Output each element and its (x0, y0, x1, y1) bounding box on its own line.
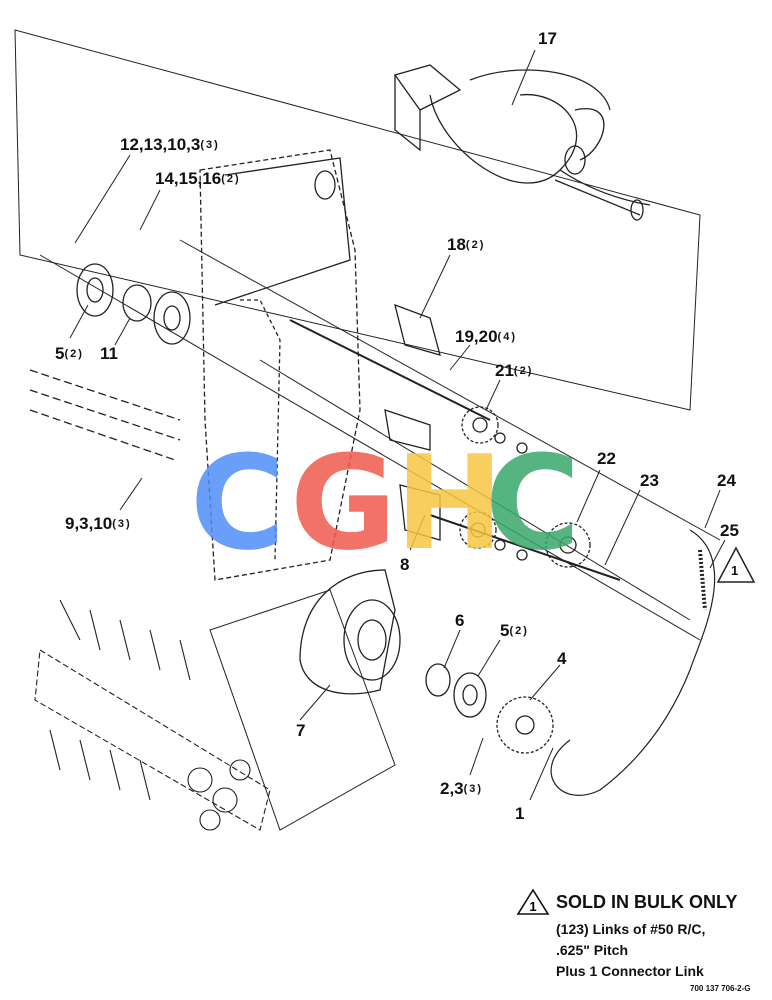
bracket-18 (394, 303, 441, 356)
sprocket-4 (496, 696, 554, 754)
logo-letter: C (485, 440, 580, 560)
flange-5-lower (453, 672, 487, 718)
callout-21: 21(2) (495, 361, 534, 380)
callout-9-3-10: 9,3,10(3) (65, 514, 132, 533)
note-title: SOLD IN BULK ONLY (556, 891, 738, 912)
bearing-6 (425, 663, 451, 697)
frame-plate (199, 149, 361, 581)
callout-4: 4 (557, 649, 567, 668)
logo-letter: G (290, 440, 397, 560)
callout-5-lower: 5(2) (500, 621, 529, 640)
callout-6: 6 (455, 611, 465, 630)
warning-triangle (716, 546, 756, 583)
sprocket-22 (545, 522, 591, 568)
warning-marker-label: 1 (731, 563, 739, 578)
document-number: 700 137 706-2-G (690, 984, 751, 993)
note-warning-triangle: 1 (516, 888, 550, 915)
callout-18: 18(2) (447, 235, 486, 254)
bracket-8 (399, 484, 441, 541)
callout-17: 17 (538, 29, 557, 48)
svg-text:1: 1 (529, 899, 536, 914)
callout-24: 24 (717, 471, 736, 490)
callout-2-3: 2,3(3) (440, 779, 484, 798)
guide-plane-upper (14, 29, 701, 411)
rotor-fingers (29, 369, 181, 461)
sprocket-21-lower (459, 511, 497, 549)
drive-chain (550, 529, 716, 796)
guide-plane-lower (209, 589, 396, 831)
logo-letter: C (190, 440, 285, 560)
logo-letter: H (395, 440, 504, 560)
callout-12-13-10-3: 12,13,10,3(3) (120, 135, 220, 154)
auger-part (393, 64, 651, 221)
callout-7: 7 (296, 721, 306, 740)
bulk-note: 1 SOLD IN BULK ONLY (123) Links of #50 R… (516, 888, 766, 979)
callout-11: 11 (100, 344, 118, 363)
bearing-flange-left (76, 263, 191, 345)
note-line-1: (123) Links of #50 R/C, (556, 921, 706, 937)
callout-22: 22 (597, 449, 616, 468)
callout-8: 8 (400, 555, 410, 574)
callout-14-15-16: 14,15,16(2) (155, 169, 241, 188)
drive-housing-7 (299, 569, 401, 695)
callout-1: 1 (515, 804, 525, 823)
note-line-3: Plus 1 Connector Link (556, 963, 704, 979)
cghc-watermark-logo: C G H C (190, 440, 580, 560)
callout-5-upper: 5(2) (55, 344, 84, 363)
note-line-2: .625" Pitch (556, 942, 629, 958)
callout-25: 25 (720, 521, 739, 540)
callout-19-20: 19,20(4) (455, 327, 517, 346)
rotor-assembly (34, 599, 271, 831)
sprocket-21-upper (461, 406, 499, 444)
callout-23: 23 (640, 471, 659, 490)
